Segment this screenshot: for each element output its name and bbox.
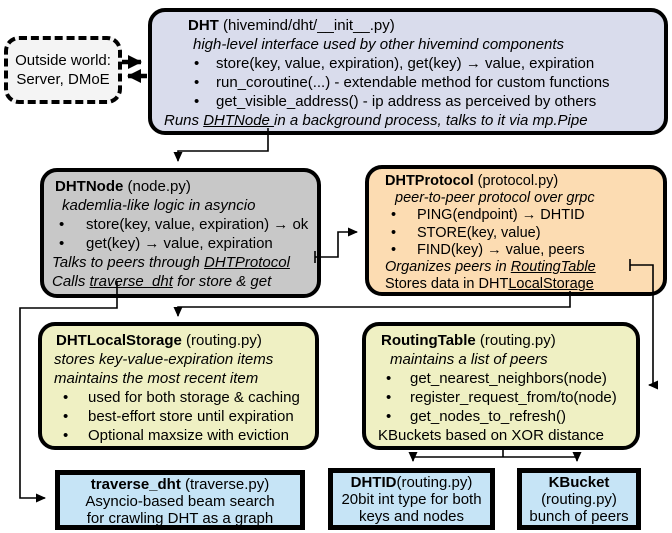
- dhtlocalstorage-title: DHTLocalStorage (routing.py): [56, 331, 311, 350]
- dhtid-box: DHTID(routing.py) 20bit int type for bot…: [328, 468, 495, 530]
- kbucket-name: KBucket: [548, 474, 610, 491]
- dhtprotocol-title: DHTProtocol (protocol.py): [385, 173, 659, 190]
- dhtid-file: (routing.py): [396, 474, 473, 491]
- outside-world-box: Outside world: Server, DMoE: [4, 36, 122, 104]
- dht-bullet-store: store(key, value, expiration), get(key) …: [162, 54, 658, 73]
- routingtable-box: RoutingTable (routing.py) maintains a li…: [362, 322, 640, 450]
- dhtlocalstorage-box: DHTLocalStorage (routing.py) stores key-…: [38, 322, 319, 450]
- dhtnode-bullet-store: store(key, value, expiration) → ok: [52, 215, 313, 234]
- dhtlocalstorage-bullet-usage: used for both storage & caching: [50, 388, 311, 407]
- routingtable-bullet-refresh: get_nodes_to_refresh(): [374, 407, 632, 426]
- dhtnode-dhtprotocol-ref: DHTProtocol: [204, 254, 290, 271]
- dhtlocalstorage-file: (routing.py): [181, 332, 262, 349]
- dhtprotocol-stores-pre: Stores data in DHT: [385, 276, 509, 293]
- dhtlocalstorage-name: DHTLocalStorage: [56, 332, 182, 349]
- dhtnode-calls-pre: Calls: [52, 273, 90, 290]
- dht-bullet-get-visible-address: get_visible_address() - ip address as pe…: [162, 92, 658, 111]
- dht-name: DHT: [188, 17, 219, 34]
- dhtnode-subtitle: kademlia-like logic in asyncio: [62, 197, 256, 214]
- routingtable-subtitle: maintains a list of peers: [390, 351, 548, 368]
- dht-file: (hivemind/dht/__init__.py): [218, 17, 395, 34]
- dhtnode-peers-pre: Talks to peers through: [52, 254, 205, 271]
- dhtnode-calls-line: Calls traverse_dht for store & get: [52, 272, 313, 291]
- dhtid-title: DHTID(routing.py): [333, 474, 490, 492]
- dhtlocalstorage-bullet-besteffort: best-effort store until expiration: [50, 407, 311, 426]
- dhtid-line2: 20bit int type for both: [341, 490, 482, 508]
- dhtid-line3: keys and nodes: [358, 507, 465, 525]
- outside-world-line2: Server, DMoE: [16, 71, 110, 88]
- dhtprotocol-localstorage-ref: LocalStorage: [508, 276, 594, 293]
- dhtprotocol-organizes-pre: Organizes peers in: [385, 259, 511, 276]
- dhtlocalstorage-bullet-maxsize: Optional maxsize with eviction: [50, 426, 311, 445]
- dhtnode-file: (node.py): [123, 178, 191, 195]
- dhtprotocol-bullet-store: STORE(key, value): [377, 225, 659, 242]
- dht-footer-dhtnode-ref: DHTNode: [203, 112, 275, 129]
- traverse-dht-line3: for crawling DHT as a graph: [86, 509, 274, 527]
- dhtnode-title: DHTNode (node.py): [55, 177, 313, 196]
- dhtprotocol-bullet-ping: PING(endpoint) → DHTID: [377, 207, 659, 224]
- traverse-dht-line2: Asyncio-based beam search: [85, 492, 275, 510]
- dhtlocalstorage-subtitle1: stores key-value-expiration items: [54, 351, 274, 368]
- arrow-dhtnode-to-dhtprotocol: [315, 227, 358, 258]
- outside-world-line1: Outside world:: [15, 52, 111, 69]
- kbucket-file: (routing.py): [541, 490, 617, 508]
- dhtnode-box: DHTNode (node.py) kademlia-like logic in…: [40, 168, 321, 298]
- dhtprotocol-file: (protocol.py): [473, 173, 559, 189]
- traverse-dht-title: traverse_dht (traverse.py): [60, 476, 300, 494]
- dhtnode-name: DHTNode: [55, 178, 124, 195]
- dhtnode-peers-line: Talks to peers through DHTProtocol: [52, 253, 313, 272]
- dhtprotocol-subtitle: peer-to-peer protocol over grpc: [395, 190, 595, 207]
- routingtable-bullet-register: register_request_from/to(node): [374, 388, 632, 407]
- dht-footer-post: in a background process, talks to it via…: [274, 112, 588, 129]
- dhtprotocol-routingtable-ref: RoutingTable: [510, 259, 596, 276]
- dht-footer: Runs DHTNode in a background process, ta…: [164, 111, 658, 130]
- routingtable-name: RoutingTable: [381, 332, 476, 349]
- dhtnode-calls-post: for store & get: [172, 273, 272, 290]
- kbucket-box: KBucket (routing.py) bunch of peers: [517, 468, 641, 530]
- kbucket-line2: bunch of peers: [529, 507, 629, 525]
- dhtprotocol-name: DHTProtocol: [385, 173, 474, 189]
- routingtable-file: (routing.py): [475, 332, 556, 349]
- dhtid-name: DHTID: [350, 474, 397, 491]
- dhtprotocol-box: DHTProtocol (protocol.py) peer-to-peer p…: [365, 165, 667, 296]
- routingtable-bullet-neighbors: get_nearest_neighbors(node): [374, 369, 632, 388]
- traverse-dht-file: (traverse.py): [180, 476, 270, 493]
- dhtnode-bullet-get: get(key) → value, expiration: [52, 234, 313, 253]
- dhtprotocol-bullet-find: FIND(key) → value, peers: [377, 242, 659, 259]
- dhtlocalstorage-subtitle2: maintains the most recent item: [54, 370, 259, 387]
- dht-box: DHT (hivemind/dht/__init__.py) high-leve…: [148, 8, 668, 135]
- dhtprotocol-stores-line: Stores data in DHTLocalStorage: [385, 276, 659, 293]
- dht-bullet-run-coroutine: run_coroutine(...) - extendable method f…: [162, 73, 658, 92]
- dht-footer-pre: Runs: [164, 112, 204, 129]
- routingtable-title: RoutingTable (routing.py): [381, 331, 632, 350]
- traverse-dht-name: traverse_dht: [90, 476, 181, 493]
- routingtable-footer: KBuckets based on XOR distance: [378, 427, 604, 444]
- dht-subtitle: high-level interface used by other hivem…: [193, 36, 565, 53]
- dhtnode-traverse-ref: traverse_dht: [89, 273, 173, 290]
- dht-title: DHT (hivemind/dht/__init__.py): [188, 16, 658, 35]
- dhtprotocol-organizes-line: Organizes peers in RoutingTable: [385, 259, 659, 276]
- traverse-dht-box: traverse_dht (traverse.py) Asyncio-based…: [55, 470, 305, 530]
